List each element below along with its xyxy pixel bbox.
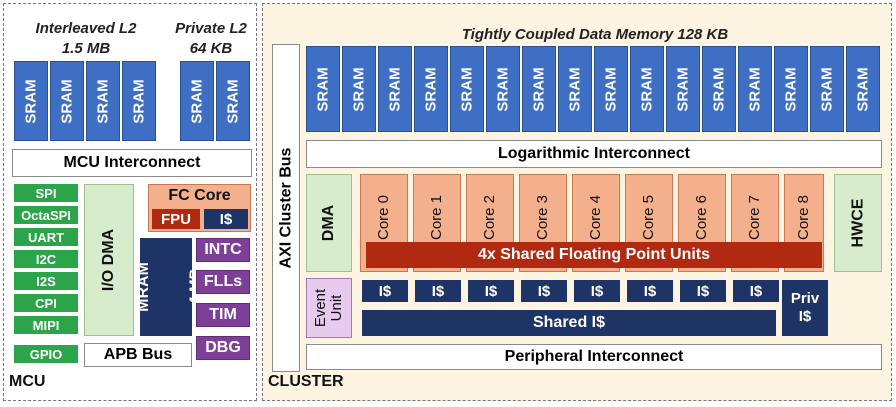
mcu-section-label: MCU (9, 373, 46, 390)
mram: MRAM 4 MB (135, 238, 203, 336)
core-icache: I$ (627, 280, 673, 302)
mcu-sram-bank: SRAM (14, 61, 48, 141)
fc-core-title: FC Core (168, 187, 231, 204)
priv-icache: Priv I$ (782, 280, 828, 336)
tcdm-title: Tightly Coupled Data Memory 128 KB (461, 25, 729, 43)
mcu-interconnect: MCU Interconnect (12, 149, 252, 177)
tcdm-sram-bank: SRAM (738, 46, 772, 132)
peripheral-gpio: GPIO (14, 345, 78, 363)
peripheral-mipi: MIPI (14, 316, 78, 334)
core-icache: I$ (468, 280, 514, 302)
tcdm-sram-bank: SRAM (594, 46, 628, 132)
tcdm-sram-bank: SRAM (522, 46, 556, 132)
mcu-sram-bank: SRAM (122, 61, 156, 141)
peripheral-i2c: I2C (14, 250, 78, 268)
peripheral-interconnect: Peripheral Interconnect (306, 344, 882, 370)
tcdm-sram-bank: SRAM (774, 46, 808, 132)
shared-icache: Shared I$ (362, 310, 776, 336)
tcdm-sram-bank: SRAM (846, 46, 880, 132)
peripheral-i2s: I2S (14, 272, 78, 290)
tcdm-sram-bank: SRAM (450, 46, 484, 132)
tcdm-sram-bank: SRAM (630, 46, 664, 132)
core-icache: I$ (362, 280, 408, 302)
tim-block: TIM (196, 303, 250, 327)
shared-fpu-bar: 4x Shared Floating Point Units (366, 242, 822, 268)
core-icache: I$ (415, 280, 461, 302)
mcu-sram-bank: SRAM (50, 61, 84, 141)
axi-cluster-bus: AXI Cluster Bus (272, 44, 300, 372)
core-icache: I$ (733, 280, 779, 302)
cluster-dma: DMA (306, 174, 352, 272)
core-icache: I$ (680, 280, 726, 302)
tcdm-sram-bank: SRAM (486, 46, 520, 132)
peripheral-spi: SPI (14, 184, 78, 202)
intc-block: INTC (196, 238, 250, 262)
fc-core-icache: I$ (204, 209, 248, 229)
hwce: HWCE (834, 174, 882, 272)
fc-core-fpu: FPU (152, 209, 200, 229)
core-icache: I$ (574, 280, 620, 302)
core-icache: I$ (521, 280, 567, 302)
mcu-sram-bank: SRAM (180, 61, 214, 141)
tcdm-sram-bank: SRAM (558, 46, 592, 132)
dbg-block: DBG (196, 336, 250, 360)
peripheral-uart: UART (14, 228, 78, 246)
tcdm-sram-bank: SRAM (342, 46, 376, 132)
peripheral-cpi: CPI (14, 294, 78, 312)
tcdm-sram-bank: SRAM (414, 46, 448, 132)
tcdm-sram-bank: SRAM (666, 46, 700, 132)
apb-bus: APB Bus (84, 343, 192, 367)
tcdm-sram-bank: SRAM (378, 46, 412, 132)
tcdm-sram-bank: SRAM (306, 46, 340, 132)
logarithmic-interconnect: Logarithmic Interconnect (306, 140, 882, 168)
tcdm-sram-bank: SRAM (702, 46, 736, 132)
interleaved-l2-size: 1.5 MB (61, 39, 111, 57)
io-dma: I/O DMA (84, 184, 134, 336)
private-l2-size: 64 KB (189, 39, 233, 57)
private-l2-title: Private L2 (175, 19, 247, 37)
mcu-sram-bank: SRAM (216, 61, 250, 141)
mcu-sram-bank: SRAM (86, 61, 120, 141)
flls-block: FLLs (196, 270, 250, 294)
mram-name: MRAM (135, 262, 153, 312)
cluster-section-label: CLUSTER (268, 373, 344, 390)
interleaved-l2-title: Interleaved L2 (35, 19, 137, 37)
event-unit: Event Unit (306, 278, 352, 338)
peripheral-octaspi: OctaSPI (14, 206, 78, 224)
tcdm-sram-bank: SRAM (810, 46, 844, 132)
